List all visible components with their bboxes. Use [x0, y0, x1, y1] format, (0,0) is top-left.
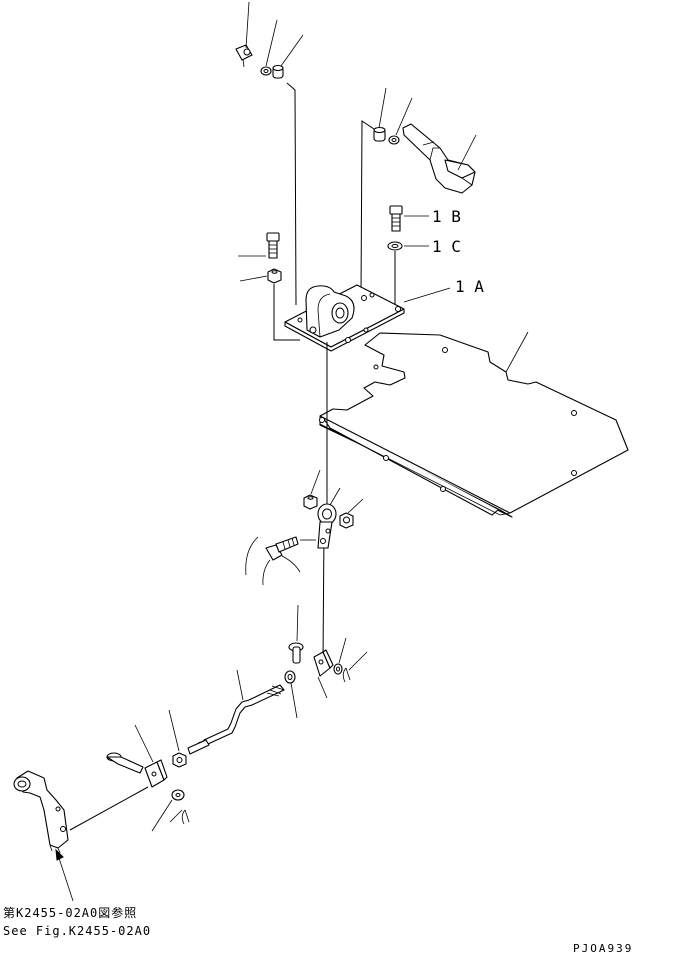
clevis: [313, 649, 334, 677]
lower-nut: [172, 752, 187, 768]
leader-upper-bush: [378, 87, 387, 129]
drawing-code: PJOA939: [573, 942, 633, 954]
mid-lever: [317, 503, 337, 549]
connecting-rod: [187, 684, 285, 755]
leader-mid-bolt-3: [281, 555, 301, 573]
leader-floor-plate: [505, 331, 529, 373]
clevis-washer: [333, 663, 343, 675]
rod-line-lower: [69, 786, 149, 831]
clevis-nut: [284, 670, 296, 684]
label-1B: 1 B: [432, 207, 461, 226]
bracket-1A: [284, 284, 405, 352]
rod-line-right: [322, 529, 325, 661]
left-nut: [267, 268, 282, 284]
leader-clevis: [317, 676, 328, 699]
leader-lower-cotter: [169, 809, 183, 823]
washer-1C: [387, 241, 403, 251]
leader-mid-bolt-2: [262, 559, 271, 586]
top-bushing: [272, 64, 284, 79]
leader-lower-nut: [168, 709, 180, 752]
mid-nut-left: [303, 494, 318, 510]
leader-clevis-pin: [296, 604, 299, 642]
fork-lever: [402, 123, 476, 194]
leader-lower-clevis: [134, 724, 154, 763]
bolt-1B: [389, 205, 403, 232]
leader-top-nut: [265, 19, 278, 67]
top-ball-joint: [235, 44, 253, 68]
rod-line-fork: [360, 120, 375, 295]
mid-nut-right: [339, 512, 354, 529]
leader-upper-washer: [395, 97, 413, 136]
lower-washer: [171, 789, 185, 801]
clevis-pin: [288, 642, 304, 664]
leader-top-bush: [280, 34, 304, 67]
leader-left-nut: [239, 275, 268, 282]
reference-en: See Fig.K2455-02A0: [3, 924, 151, 938]
upper-washer: [388, 135, 400, 145]
leader-clevis-washer: [338, 637, 347, 664]
leader-mid-nut: [310, 469, 321, 495]
top-nut: [260, 66, 272, 76]
leader-rod: [236, 669, 244, 701]
leader-mid-lever: [329, 487, 341, 506]
leader-1A: [403, 287, 451, 303]
lower-pin: [106, 752, 144, 774]
leader-clevis-nut: [290, 682, 298, 719]
leader-fork: [457, 134, 477, 171]
ref-arrow-head: [55, 848, 64, 861]
label-1A: 1 A: [455, 277, 484, 296]
leader-clevis-cotter: [348, 651, 368, 671]
left-bolt: [266, 232, 280, 259]
reference-jp: 第K2455-02A0図参照: [3, 905, 137, 920]
floor-plate: [319, 332, 629, 518]
mid-bolt: [265, 536, 299, 561]
pedal-lever: [13, 770, 69, 854]
lower-clevis: [144, 759, 168, 788]
lower-cotter: [181, 809, 190, 825]
leader-mid-bolt-1: [245, 536, 259, 576]
leader-top-ball: [245, 1, 250, 49]
left-bolt-axis: [273, 284, 300, 341]
leader-mid-nut-right: [347, 498, 364, 514]
label-1C: 1 C: [432, 237, 461, 256]
upper-bushing: [373, 126, 386, 142]
ref-arrow-line: [58, 857, 74, 902]
leader-lower-washer: [151, 799, 173, 832]
clevis-cotter: [342, 667, 351, 683]
rod-line-top: [286, 82, 297, 306]
